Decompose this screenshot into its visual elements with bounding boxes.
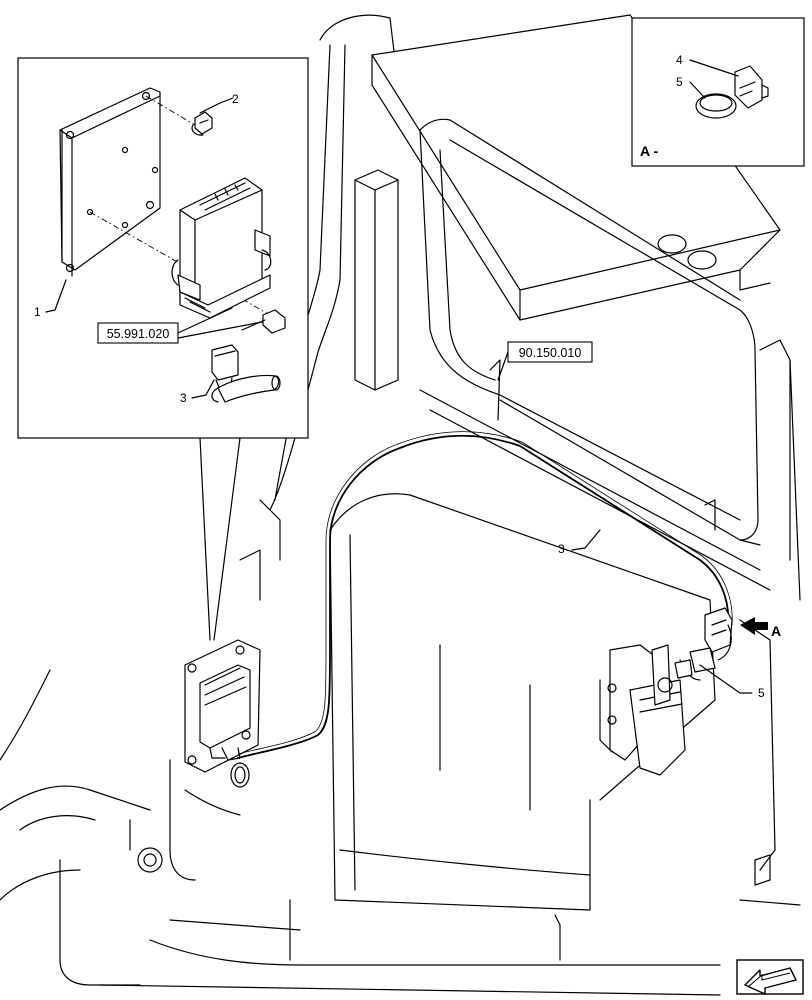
harness-route (237, 431, 733, 759)
view-direction-arrow: A (740, 617, 781, 639)
view-arrow-label: A (771, 623, 781, 639)
arrow-icon[interactable] (736, 959, 804, 995)
callout-3-main: 3 (558, 542, 565, 556)
reference-90-150-010: 90.150.010 (519, 346, 582, 360)
right-bracket-assembly (599, 607, 733, 776)
connector-3 (211, 344, 281, 403)
bolt-2 (191, 111, 213, 136)
control-module-installed (184, 639, 261, 788)
detail-callout-5: 5 (676, 75, 683, 89)
cab-structure (0, 14, 801, 996)
callout-2: 2 (232, 92, 239, 106)
callout-3-inset: 3 (180, 391, 187, 405)
callout-1: 1 (34, 305, 41, 319)
reference-55-991-020: 55.991.020 (107, 327, 170, 341)
detail-view-a: 4 5 A - (631, 17, 805, 167)
detail-view-label: A - (640, 143, 658, 159)
callout-5-main: 5 (758, 686, 765, 700)
detail-callout-4: 4 (676, 53, 683, 67)
inset-detail: 55.991.020 2 1 3 (17, 57, 309, 641)
main-callouts: 90.150.010 3 5 (497, 341, 765, 700)
